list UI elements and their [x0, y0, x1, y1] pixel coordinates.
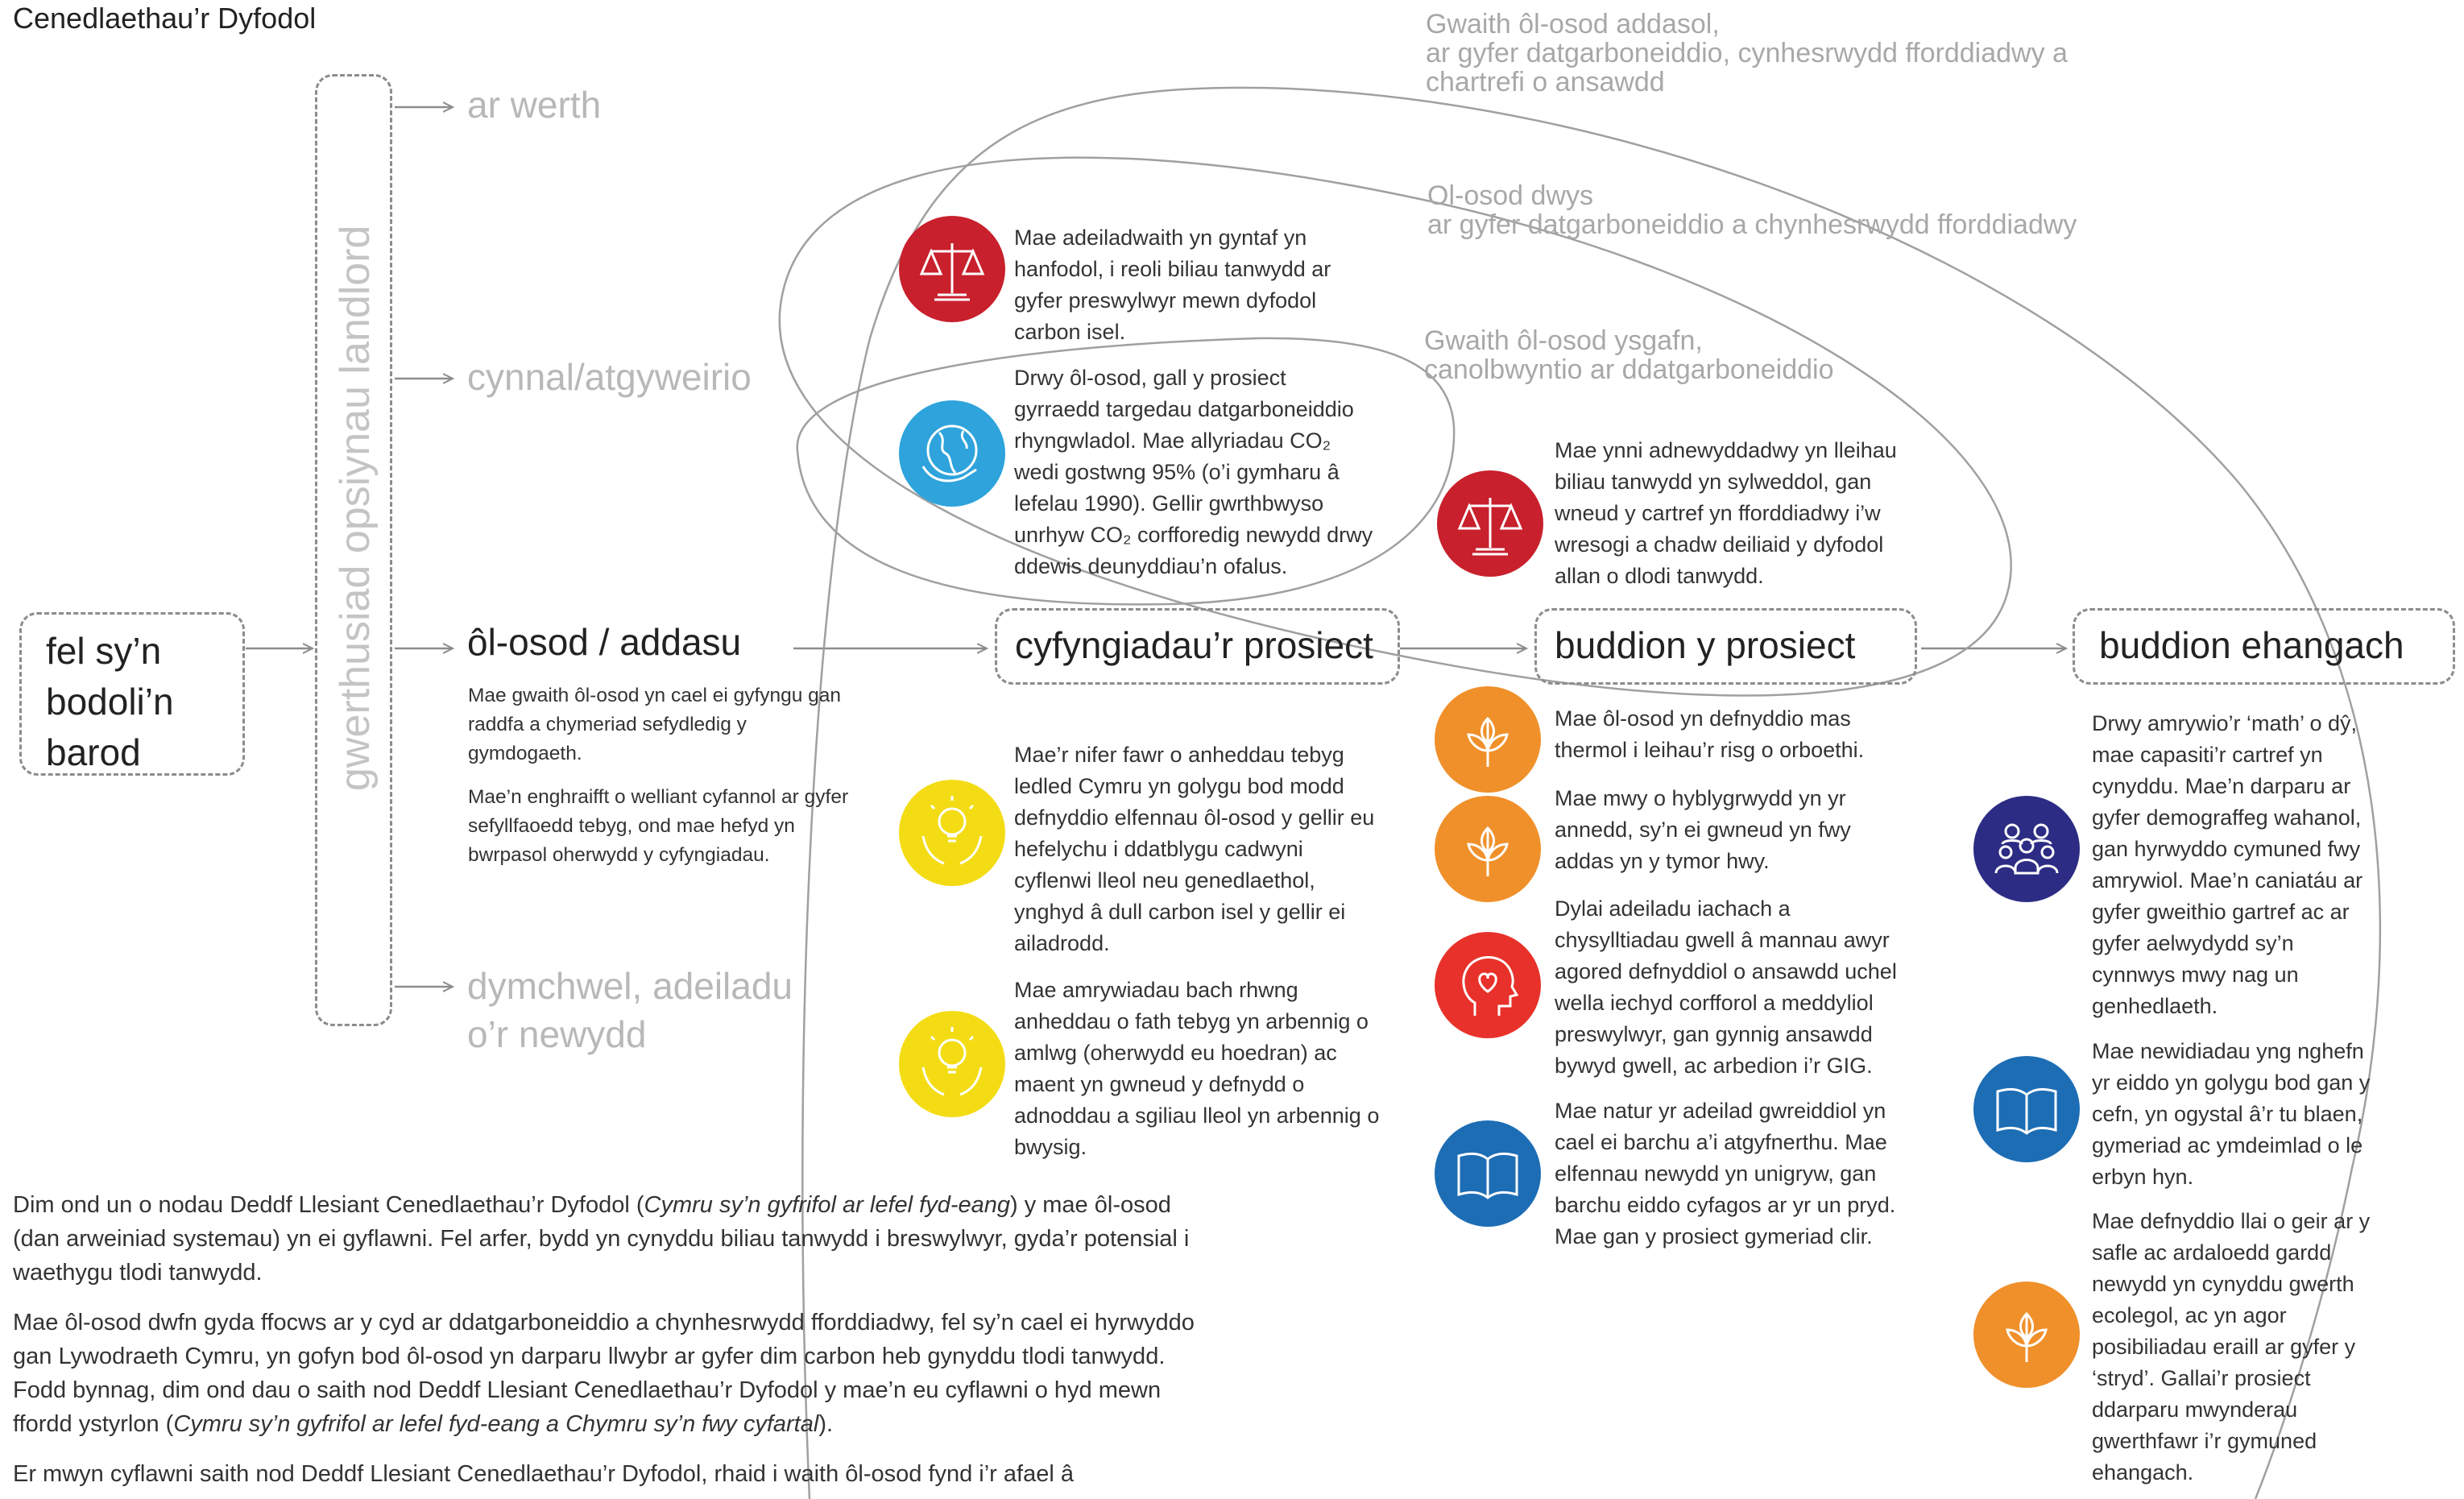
- text-housing-mix: Drwy amrywio’r ‘math’ o dŷ,mae capasiti’…: [2092, 711, 2363, 1018]
- body-paragraph-2: Mae ôl-osod dwfn gyda ffocws ar y cyd ar…: [13, 1310, 1195, 1437]
- leaf-plant-icon: [1435, 686, 1541, 793]
- retrofit-description: Mae gwaith ôl-osod yn cael ei gyfyngu ga…: [468, 681, 903, 870]
- scales-icon: [1437, 470, 1543, 577]
- retrofit-desc-p1: Mae gwaith ôl-osod yn cael ei gyfyngu ga…: [468, 685, 842, 764]
- option-maintain: cynnal/atgyweirio: [467, 356, 752, 398]
- body-paragraph-3: Er mwyn cyflawni saith nod Deddf Llesian…: [13, 1461, 1074, 1487]
- ellipse-deep: [778, 156, 2012, 697]
- ellipse-light: [796, 337, 1456, 606]
- start-line-1: fel sy’n: [46, 630, 162, 672]
- community-icon: [1973, 796, 2080, 902]
- start-box: fel sy’n bodoli’n barod: [19, 612, 245, 776]
- label-adaptive: Gwaith ôl-osod addasol, ar gyfer datgarb…: [1426, 9, 2068, 97]
- book-icon: [1435, 1120, 1541, 1227]
- option-demolish-line-1: dymchwel, adeiladu: [467, 965, 793, 1007]
- option-retrofit: ôl-osod / addasu: [467, 621, 742, 663]
- lightbulb-hands-icon: [899, 780, 1005, 886]
- leaf-plant-icon: [1435, 796, 1541, 902]
- lightbulb-hands-icon: [899, 1011, 1005, 1117]
- evaluation-box: [315, 74, 392, 1026]
- label-deep: Ol-osod dwys ar gyfer datgarboneiddio a …: [1427, 180, 2077, 240]
- book-icon: [1973, 1056, 2080, 1162]
- heart-head-icon: [1435, 932, 1541, 1038]
- ellipse-adaptive: [801, 86, 2382, 1499]
- benefits-label: buddion y prosiect: [1555, 624, 1856, 666]
- option-demolish: dymchwel, adeiladu o’r newydd: [467, 962, 793, 1058]
- benefits-box: buddion y prosiect: [1534, 608, 1917, 685]
- constraints-box: cyfyngiadau’r prosiect: [995, 608, 1400, 685]
- start-line-2: bodoli’n: [46, 681, 174, 723]
- body-text: Dim ond un o nodau Deddf Llesiant Cenedl…: [13, 1188, 1318, 1491]
- option-demolish-line-2: o’r newydd: [467, 1013, 647, 1055]
- constraints-label: cyfyngiadau’r prosiect: [1015, 624, 1373, 666]
- option-sale: ar werth: [467, 84, 602, 126]
- page-title: Cenedlaethau’r Dyfodol: [13, 2, 317, 35]
- evaluation-label: gwerthusiad opsiynau landlord: [332, 225, 379, 791]
- wider-benefits-box: buddion ehangach: [2073, 608, 2455, 685]
- retrofit-desc-p2: Mae’n enghraifft o welliant cyfannol ar …: [468, 786, 849, 866]
- scales-icon: [899, 216, 1005, 322]
- label-light: Gwaith ôl-osod ysgafn, canolbwyntio ar d…: [1424, 325, 1834, 385]
- wider-benefits-label: buddion ehangach: [2099, 624, 2404, 666]
- leaf-plant-icon: [1973, 1282, 2080, 1388]
- start-line-3: barod: [46, 731, 141, 773]
- body-paragraph-1: Dim ond un o nodau Deddf Llesiant Cenedl…: [13, 1192, 1190, 1286]
- globe-hand-icon: [899, 400, 1005, 507]
